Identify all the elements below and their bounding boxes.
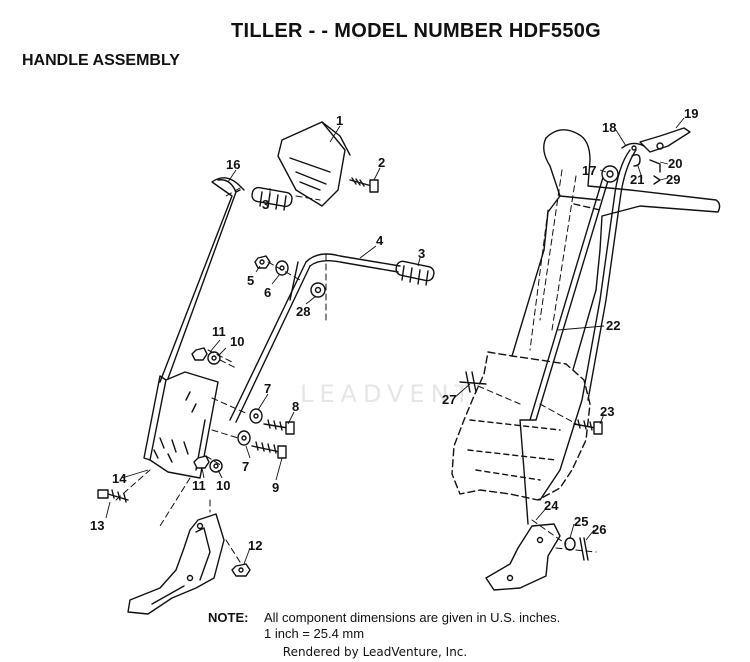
- part-7-washer-lower: [237, 430, 251, 446]
- callout-7-lower: 7: [242, 459, 249, 474]
- callout-19: 19: [684, 106, 698, 121]
- part-13-bolt: [97, 489, 129, 503]
- part-28-washer: [310, 282, 326, 298]
- note-text-units: All component dimensions are given in U.…: [264, 610, 561, 625]
- callout-18: 18: [602, 120, 616, 135]
- part-5-nut: [254, 255, 271, 269]
- part-9-bolt: [251, 441, 287, 459]
- part-8-bolt: [263, 419, 295, 435]
- part-24-control-rod: [519, 173, 611, 525]
- part-2-screw: [349, 177, 379, 193]
- callout-11-upper: 11: [212, 324, 226, 339]
- callout-2: 2: [378, 155, 385, 170]
- part-16-left-handle: [159, 177, 245, 385]
- part-14-bracket-plate: [143, 371, 219, 479]
- callout-24: 24: [544, 498, 559, 513]
- part-18-cable-end: [621, 142, 645, 151]
- part-3-grip-lower: [395, 260, 435, 286]
- part-27-pin: [459, 371, 487, 393]
- callout-17: 17: [582, 163, 596, 178]
- part-11-nut-upper: [191, 347, 208, 361]
- callout-29: 29: [666, 172, 680, 187]
- part-12-nut: [231, 563, 251, 577]
- callout-11-lower: 11: [192, 478, 206, 493]
- callout-5: 5: [247, 273, 254, 288]
- part-22-control-cable: [539, 149, 637, 501]
- callout-16: 16: [226, 157, 240, 172]
- part-21-clip: [631, 153, 641, 167]
- callout-27: 27: [442, 392, 456, 407]
- callout-6: 6: [264, 285, 271, 300]
- callout-10-lower: 10: [216, 478, 230, 493]
- part-26-cotter-pin: [579, 537, 589, 561]
- callout-8: 8: [292, 399, 299, 414]
- callout-3-upper: 3: [262, 197, 269, 212]
- part-19-control-lever: [639, 127, 691, 153]
- callout-26: 26: [592, 522, 606, 537]
- callout-21: 21: [630, 172, 644, 187]
- part-7-washer-upper: [249, 408, 263, 424]
- part-29-spring: [653, 175, 661, 185]
- callout-14: 14: [112, 471, 127, 486]
- part-3-grip-upper: [251, 186, 293, 211]
- callout-9: 9: [272, 480, 279, 495]
- callout-25: 25: [574, 514, 588, 529]
- footer-credit: Rendered by LeadVenture, Inc.: [282, 645, 468, 659]
- callout-13: 13: [90, 518, 104, 533]
- callout-7-upper: 7: [264, 381, 271, 396]
- part-17-knob: [601, 165, 619, 183]
- section-subtitle: HANDLE ASSEMBLY: [22, 52, 180, 69]
- callout-28: 28: [296, 304, 310, 319]
- callout-10-upper: 10: [230, 334, 244, 349]
- callout-23: 23: [600, 404, 614, 419]
- note-text-conversion: 1 inch = 25.4 mm: [264, 626, 365, 641]
- callout-20: 20: [668, 156, 682, 171]
- part-20-pin: [649, 159, 661, 173]
- callout-3-lower: 3: [418, 246, 425, 261]
- part-10-washer-lower: [209, 459, 223, 473]
- note-label: NOTE:: [208, 610, 249, 625]
- callout-4: 4: [376, 233, 384, 248]
- frame-bracket-lower-left: [127, 513, 225, 615]
- diagram-title: TILLER - - MODEL NUMBER HDF550G: [230, 20, 602, 42]
- part-6-washer: [275, 260, 289, 276]
- part-4-right-handle: [229, 253, 401, 423]
- callout-1: 1: [336, 113, 343, 128]
- callout-12: 12: [248, 538, 262, 553]
- part-10-washer-upper: [207, 351, 221, 365]
- frame-bracket-lower-right: [485, 523, 561, 591]
- part-1-panel-cover: [277, 121, 351, 207]
- callout-22: 22: [606, 318, 620, 333]
